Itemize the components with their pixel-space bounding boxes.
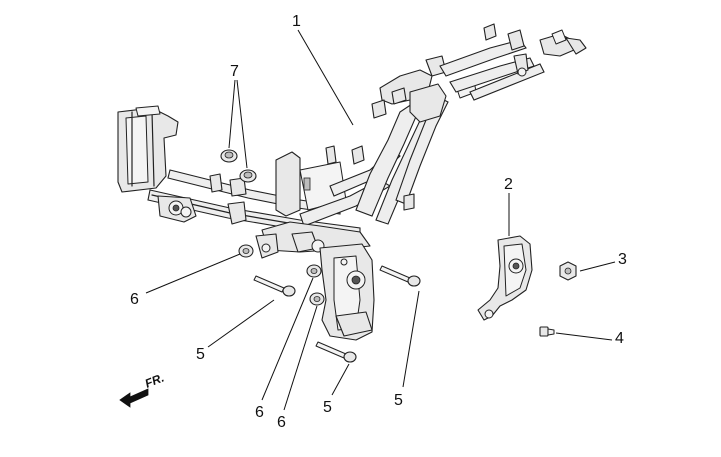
- callout-5-right: 5: [394, 392, 403, 409]
- callout-6-left: 6: [130, 291, 139, 308]
- front-direction-label: FR.: [143, 371, 166, 391]
- callout-7: 7: [230, 63, 239, 80]
- washer-part-6-c: [309, 292, 325, 306]
- leader-lines: [145, 29, 616, 411]
- nut-part-3: [559, 261, 577, 281]
- washer-part-6-a: [238, 244, 254, 258]
- callout-4: 4: [615, 330, 624, 347]
- front-direction-indicator: FR.: [119, 371, 166, 408]
- grommet-part-7-b: [239, 169, 257, 183]
- callout-5-left: 5: [196, 346, 205, 363]
- callout-3: 3: [618, 251, 627, 268]
- washer-part-6-b: [306, 264, 322, 278]
- side-bracket-part-2: [477, 235, 533, 321]
- callout-6-center: 6: [255, 404, 264, 421]
- front-arrow-icon: [119, 388, 149, 408]
- callout-5-center: 5: [323, 399, 332, 416]
- callout-6-right: 6: [277, 414, 286, 431]
- grommet-part-7-a: [220, 149, 238, 163]
- bolt-part-5-center: [315, 341, 357, 363]
- callout-2: 2: [504, 176, 513, 193]
- bolt-part-5-left: [253, 275, 296, 297]
- callout-1: 1: [292, 13, 301, 30]
- main-frame: [117, 23, 587, 341]
- bolt-part-4: [539, 326, 555, 337]
- bolt-part-5-right: [379, 265, 421, 287]
